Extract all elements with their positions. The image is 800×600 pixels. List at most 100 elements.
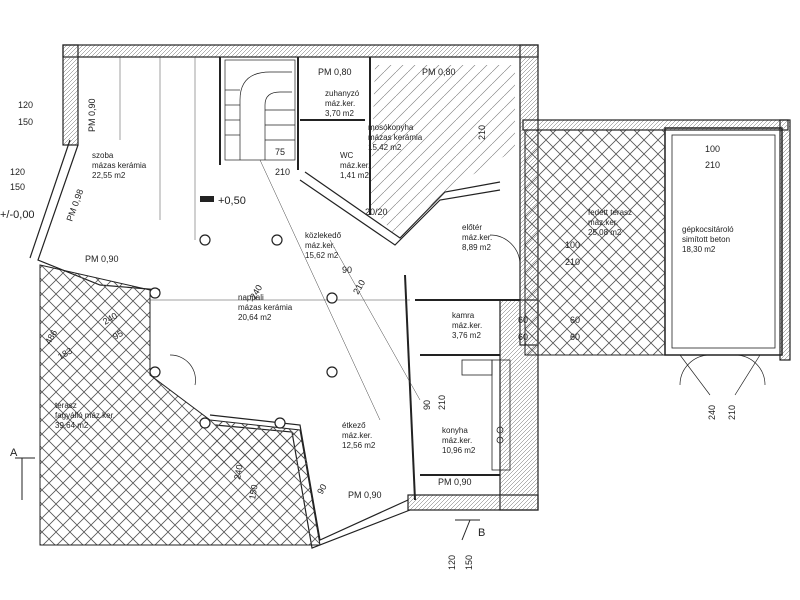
dim-label: 95 xyxy=(111,328,125,342)
room-material: máz.ker. xyxy=(462,233,492,242)
room-name: nappali xyxy=(238,293,264,302)
room-material: máz.ker. xyxy=(342,431,372,440)
dim-label: 90 xyxy=(422,400,432,410)
pm-label: PM 0,80 xyxy=(422,67,456,77)
dim-label: 210 xyxy=(275,167,290,177)
dim-label: 60 xyxy=(570,315,580,325)
room-material: máz.ker. xyxy=(305,241,335,250)
garage-inner xyxy=(671,134,776,349)
room-label-szoba: szoba mázas kerámia 22,55 m2 xyxy=(92,151,147,180)
room-label-konyha: konyha máz.ker. 10,96 m2 xyxy=(442,426,476,455)
section-label-a: A xyxy=(10,447,18,459)
pm-label: PM 0,90 xyxy=(438,477,472,487)
room-name: mosókonyha xyxy=(368,123,414,132)
room-area: 8,89 m2 xyxy=(462,243,491,252)
room-material: mázas kerámia xyxy=(368,133,423,142)
dim-label: 90 xyxy=(342,265,352,275)
kitchen-wall-hatch xyxy=(210,420,310,470)
room-name: konyha xyxy=(442,426,468,435)
room-area: 12,56 m2 xyxy=(342,441,376,450)
covered-terrace-hatch xyxy=(524,129,666,356)
room-name: fedett terasz xyxy=(588,208,632,217)
dim-label: 210 xyxy=(705,160,720,170)
dim-label: 150 xyxy=(18,117,33,127)
room-name: kamra xyxy=(452,311,475,320)
room-name: terasz xyxy=(55,401,77,410)
floor-lines xyxy=(119,57,421,421)
dim-label: 120 xyxy=(10,167,25,177)
dim-label: 150 xyxy=(247,484,259,501)
room-label-gepkocsitarolo: gépkocsitároló simított beton 18,30 m2 xyxy=(682,225,734,254)
room-material: simított beton xyxy=(682,235,730,244)
room-area: 1,41 m2 xyxy=(340,171,369,180)
dim-label: 240 xyxy=(707,405,717,420)
section-marks xyxy=(15,457,480,541)
pm-label: PM 0,90 xyxy=(85,254,119,264)
kitchen-counter xyxy=(461,359,511,471)
room-name: közlekedő xyxy=(305,231,342,240)
dim-label: 210 xyxy=(351,278,367,296)
room-area: 15,62 m2 xyxy=(305,251,339,260)
dim-label: 120 xyxy=(18,100,33,110)
dim-label: 150 xyxy=(464,555,474,570)
room-area: 10,96 m2 xyxy=(442,446,476,455)
room-material: mázas kerámia xyxy=(238,303,293,312)
section-label-b: B xyxy=(478,527,485,539)
dim-label: 210 xyxy=(565,257,580,267)
level-mark: +0,50 xyxy=(218,195,246,207)
dim-label: 210 xyxy=(727,405,737,420)
room-label-zuhanyzo: zuhanyzó máz.ker. 3,70 m2 xyxy=(325,89,360,118)
room-area: 3,76 m2 xyxy=(452,331,481,340)
room-name: zuhanyzó xyxy=(325,89,360,98)
pm-label: PM 0,90 xyxy=(348,490,382,500)
room-label-terasz: terasz fagyálló máz.ker. 39,64 m2 xyxy=(55,401,115,430)
room-area: 25,08 m2 xyxy=(588,228,622,237)
room-name: gépkocsitároló xyxy=(682,225,734,234)
dim-label: 75 xyxy=(275,147,285,157)
interior-walls xyxy=(219,57,520,501)
dim-label: 210 xyxy=(437,395,447,410)
room-material: fagyálló máz.ker. xyxy=(55,411,115,420)
room-name: WC xyxy=(340,151,354,160)
room-area: 39,64 m2 xyxy=(55,421,89,430)
dim-label: 90 xyxy=(315,482,329,496)
garage-outline xyxy=(664,127,783,356)
pm-label: PM 0,98 xyxy=(64,188,85,223)
terrace-hatch xyxy=(39,264,321,546)
dim-label: 60 xyxy=(518,332,528,342)
room-label-etkezo: étkező máz.ker. 12,56 m2 xyxy=(342,421,376,450)
room-area: 3,70 m2 xyxy=(325,109,354,118)
room-name: étkező xyxy=(342,421,366,430)
room-material: máz.ker. xyxy=(588,218,618,227)
pm-label: PM 0,80 xyxy=(318,67,352,77)
room-area: 20,64 m2 xyxy=(238,313,272,322)
room-material: máz.ker. xyxy=(442,436,472,445)
pm-label: PM 0,90 xyxy=(87,98,97,132)
dim-label: 20/20 xyxy=(365,207,388,217)
room-name: előtér xyxy=(462,223,482,232)
room-material: máz.ker. xyxy=(452,321,482,330)
dim-label: 150 xyxy=(10,182,25,192)
datum-mark: +/-0,00 xyxy=(0,209,35,221)
room-material: mázas kerámia xyxy=(92,161,147,170)
room-label-wc: WC máz.ker. 1,41 m2 xyxy=(340,151,370,180)
dim-label: 210 xyxy=(477,125,487,140)
dim-label: 240 xyxy=(232,464,244,481)
dim-label: 100 xyxy=(705,144,720,154)
dim-label: 60 xyxy=(570,332,580,342)
room-area: 18,30 m2 xyxy=(682,245,716,254)
room-material: máz.ker. xyxy=(325,99,355,108)
room-area: 22,55 m2 xyxy=(92,171,126,180)
door-swings xyxy=(169,234,766,396)
room-label-mosokonyha: mosókonyha mázas kerámia 15,42 m2 xyxy=(368,123,423,152)
room-area: 15,42 m2 xyxy=(368,143,402,152)
room-label-fedett-terasz: fedett terasz máz.ker. 25,08 m2 xyxy=(588,208,632,237)
columns xyxy=(149,234,338,429)
room-label-kamra: kamra máz.ker. 3,76 m2 xyxy=(452,311,482,340)
dim-label: 100 xyxy=(565,240,580,250)
room-label-kozlekedo: közlekedő máz.ker. 15,62 m2 xyxy=(305,231,342,260)
dim-label: 120 xyxy=(447,555,457,570)
level-marker-icon xyxy=(200,196,214,202)
utility-hatch xyxy=(370,65,515,235)
